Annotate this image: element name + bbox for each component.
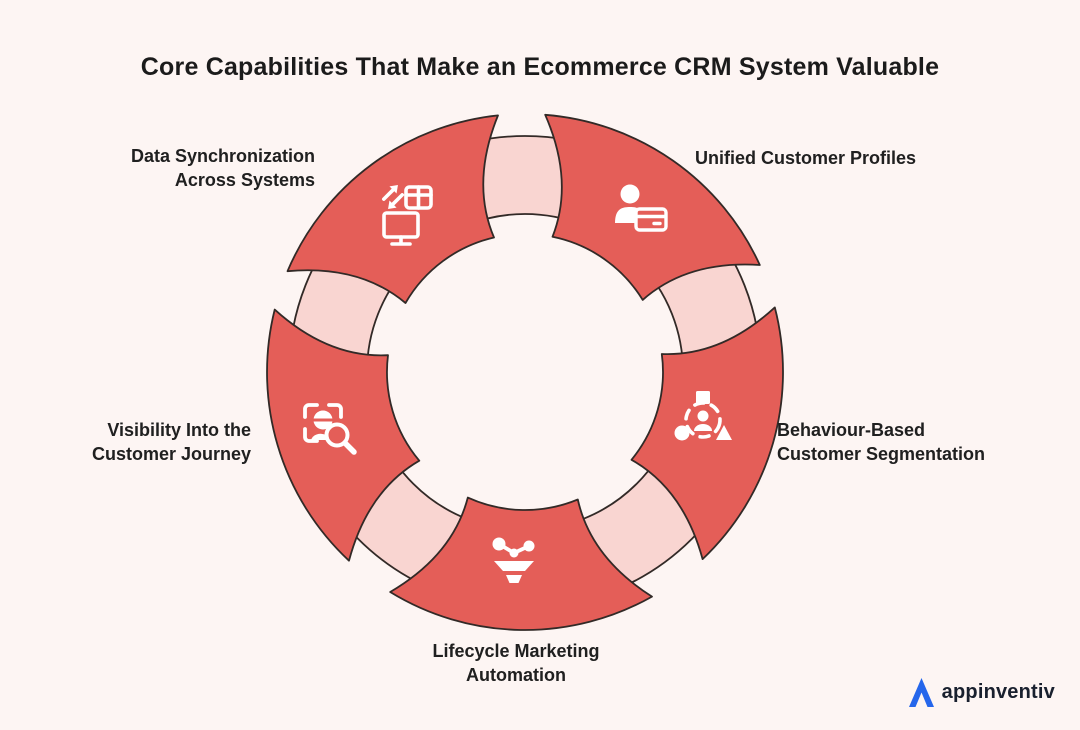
journey-search-icon	[303, 403, 357, 455]
segment-person-head	[697, 410, 709, 422]
node-dot	[492, 537, 506, 551]
label-line: Behaviour-Based	[777, 420, 926, 440]
label-unified-customer-profiles: Unified Customer Profiles	[695, 146, 916, 170]
customer-profile-icon	[615, 184, 668, 232]
funnel-top	[494, 561, 534, 571]
label-line: Lifecycle Marketing	[432, 641, 600, 661]
monitor-icon	[382, 211, 420, 246]
marketing-funnel-icon	[492, 537, 535, 583]
segment-person-shoulders	[694, 424, 712, 431]
label-line: Customer Segmentation	[777, 444, 986, 464]
capability-segment-data-sync	[286, 114, 499, 304]
capability-segment-segmentation	[630, 306, 784, 560]
circle-marker	[674, 425, 690, 441]
brand-logo: appinventiv	[908, 677, 1055, 708]
brand-name: appinventiv	[941, 681, 1055, 703]
funnel-bottom	[506, 575, 522, 583]
appinventiv-logo-icon	[908, 678, 934, 707]
label-line: Across Systems	[174, 170, 315, 190]
data-table-icon	[404, 185, 433, 210]
label-line: Visibility Into the	[107, 420, 251, 440]
person-head	[620, 184, 640, 204]
credit-card-icon	[634, 207, 668, 232]
node-dot	[509, 548, 519, 558]
square-marker	[696, 391, 710, 404]
label-visibility-customer-journey: Visibility Into the Customer Journey	[92, 418, 251, 466]
capability-segments	[266, 113, 784, 631]
label-line: Automation	[466, 665, 566, 685]
label-line: Customer Journey	[91, 444, 251, 464]
label-lifecycle-marketing-automation: Lifecycle Marketing Automation	[366, 639, 666, 687]
label-line: Data Synchronization	[130, 146, 315, 166]
label-behaviour-based-segmentation: Behaviour-Based Customer Segmentation	[777, 418, 985, 466]
page-title: Core Capabilities That Make an Ecommerce…	[140, 53, 940, 81]
scan-frame-icon	[303, 403, 343, 443]
triangle-marker	[716, 425, 732, 440]
node-dot	[523, 540, 535, 552]
label-line: Unified Customer Profiles	[695, 148, 917, 168]
exchange-arrows-icon	[382, 184, 404, 210]
sync-systems-icon	[382, 184, 433, 246]
label-data-synchronization: Data Synchronization Across Systems	[131, 144, 315, 192]
customer-segmentation-icon	[674, 391, 732, 441]
scanned-shoulders	[311, 433, 326, 440]
segment-dashed-ring	[684, 401, 722, 439]
magnifier-icon	[324, 422, 357, 455]
